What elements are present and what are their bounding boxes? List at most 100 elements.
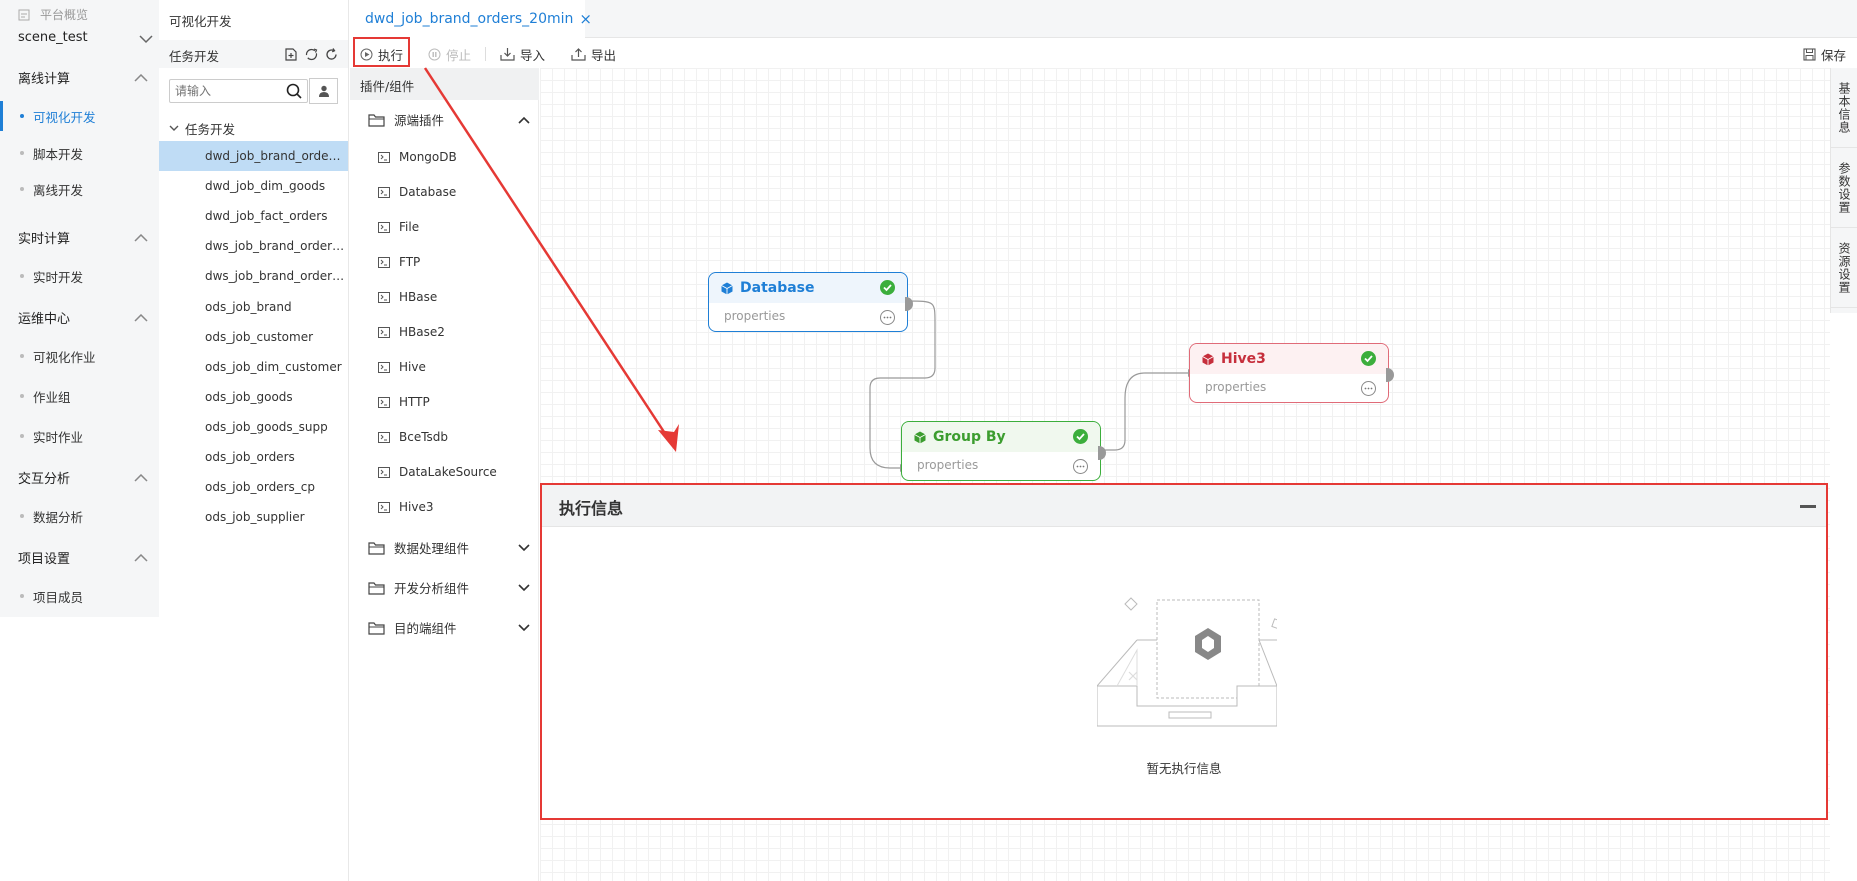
toolbar-divider xyxy=(485,47,486,61)
nav-item-realtime-jobs[interactable]: 实时作业 xyxy=(0,421,159,451)
tree-item[interactable]: dws_job_brand_orders_20min xyxy=(159,231,348,261)
chevron-up-icon xyxy=(134,73,148,82)
plugin-item[interactable]: MongoDB xyxy=(378,150,457,164)
plugin-item[interactable]: Hive3 xyxy=(378,500,433,514)
tree-item[interactable]: dwd_job_brand_orders_20min xyxy=(159,141,348,171)
nav-item-job-groups[interactable]: 作业组 xyxy=(0,381,159,411)
plugin-group-processing[interactable]: 数据处理组件 xyxy=(368,538,530,557)
tab-resource-settings[interactable]: 资源设置 xyxy=(1831,228,1857,308)
sync-icon[interactable] xyxy=(305,48,318,61)
upload-icon xyxy=(571,48,586,61)
nav-item-visual-dev[interactable]: 可视化开发 xyxy=(0,101,159,131)
nav-item-offline-dev[interactable]: 离线开发 xyxy=(0,174,159,204)
cube-icon xyxy=(1202,353,1214,365)
nav-item-label: 实时作业 xyxy=(33,429,84,445)
tree-item[interactable]: ods_job_orders_cp xyxy=(159,472,348,502)
plugin-item[interactable]: HTTP xyxy=(378,395,430,409)
nav-item-script-dev[interactable]: 脚本开发 xyxy=(0,138,159,168)
output-port[interactable] xyxy=(905,297,913,311)
nav-group-ops[interactable]: 运维中心 xyxy=(18,308,148,327)
tree-item[interactable]: ods_job_supplier xyxy=(159,502,348,532)
run-button[interactable]: 执行 xyxy=(360,42,403,66)
plugin-item-label: DataLakeSource xyxy=(399,465,497,479)
bullet-icon xyxy=(20,434,24,438)
node-header: Database xyxy=(709,273,907,303)
check-circle-icon xyxy=(1073,429,1088,444)
editor-toolbar: 执行 停止 导入 导出 保存 xyxy=(350,38,1857,68)
tree-item[interactable]: ods_job_brand xyxy=(159,292,348,322)
plugin-group-source[interactable]: 源端插件 xyxy=(368,110,530,129)
tree-item[interactable]: ods_job_orders xyxy=(159,442,348,472)
nav-group-analysis[interactable]: 交互分析 xyxy=(18,468,148,487)
search-input[interactable] xyxy=(170,80,280,102)
tab-label: dwd_job_brand_orders_20min xyxy=(365,11,574,27)
tab-param-settings[interactable]: 参数设置 xyxy=(1831,148,1857,228)
import-button[interactable]: 导入 xyxy=(500,42,545,66)
nav-item-data-analysis[interactable]: 数据分析 xyxy=(0,501,159,531)
new-file-icon[interactable] xyxy=(285,48,297,61)
export-button[interactable]: 导出 xyxy=(571,42,616,66)
plugin-group-sink[interactable]: 目的端组件 xyxy=(368,618,530,637)
plugin-item[interactable]: BceTsdb xyxy=(378,430,448,444)
search-icon[interactable] xyxy=(286,83,302,99)
minimize-icon[interactable] xyxy=(1800,505,1816,508)
bullet-icon xyxy=(20,187,24,191)
plugin-item[interactable]: FTP xyxy=(378,255,420,269)
node-hive3[interactable]: Hive3 properties xyxy=(1189,343,1394,403)
refresh-icon[interactable] xyxy=(325,48,338,61)
output-port[interactable] xyxy=(1098,446,1106,460)
save-button[interactable]: 保存 xyxy=(1803,42,1846,66)
tree-item-label: ods_job_dim_customer xyxy=(205,360,342,374)
tab-job[interactable]: dwd_job_brand_orders_20min × xyxy=(350,0,592,38)
stop-button[interactable]: 停止 xyxy=(428,42,471,66)
more-icon[interactable] xyxy=(1073,459,1088,474)
tree-root-node[interactable]: 任务开发 xyxy=(169,119,235,138)
nav-group-offline[interactable]: 离线计算 xyxy=(18,68,148,87)
check-circle-icon xyxy=(1361,351,1376,366)
tree-item[interactable]: dws_job_brand_orders_day xyxy=(159,261,348,291)
project-selector[interactable]: scene_test xyxy=(18,30,153,45)
tree-item[interactable]: ods_job_goods_supp xyxy=(159,412,348,442)
plugin-item[interactable]: DataLakeSource xyxy=(378,465,497,479)
more-icon[interactable] xyxy=(1361,381,1376,396)
nav-group-label: 实时计算 xyxy=(18,232,71,247)
tree-item[interactable]: ods_job_dim_customer xyxy=(159,352,348,382)
more-icon[interactable] xyxy=(880,310,895,325)
node-database[interactable]: Database properties xyxy=(708,272,913,332)
nav-group-project-settings[interactable]: 项目设置 xyxy=(18,548,148,567)
close-icon[interactable]: × xyxy=(579,10,592,28)
plugin-item[interactable]: Database xyxy=(378,185,456,199)
plugin-item-label: HBase xyxy=(399,290,438,304)
chevron-up-icon xyxy=(134,473,148,482)
tree-item[interactable]: ods_job_goods xyxy=(159,382,348,412)
plugin-group-analysis[interactable]: 开发分析组件 xyxy=(368,578,530,597)
execution-info-header: 执行信息 xyxy=(542,485,1826,527)
folder-icon xyxy=(368,581,385,595)
plugin-item[interactable]: HBase xyxy=(378,290,437,304)
folder-icon xyxy=(368,541,385,555)
tree-item[interactable]: ods_job_customer xyxy=(159,322,348,352)
export-label: 导出 xyxy=(591,47,617,63)
download-icon xyxy=(500,48,515,61)
side-tab-label: 资源设置 xyxy=(1837,241,1851,294)
nav-item-realtime-dev[interactable]: 实时开发 xyxy=(0,261,159,291)
nav-item-label: 脚本开发 xyxy=(33,146,84,162)
output-port[interactable] xyxy=(1386,368,1394,382)
tree-item[interactable]: dwd_job_dim_goods xyxy=(159,171,348,201)
nav-item-project-members[interactable]: 项目成员 xyxy=(0,581,159,611)
tree-item-label: dws_job_brand_orders_20min xyxy=(205,239,345,253)
side-tab-label: 基本信息 xyxy=(1837,81,1851,134)
tab-basic-info[interactable]: 基本信息 xyxy=(1831,68,1857,148)
plugin-item[interactable]: File xyxy=(378,220,419,234)
node-group-by[interactable]: Group By properties xyxy=(901,421,1106,481)
plugin-item[interactable]: Hive xyxy=(378,360,426,374)
nav-group-realtime[interactable]: 实时计算 xyxy=(18,228,148,247)
tree-item[interactable]: dwd_job_fact_orders xyxy=(159,201,348,231)
nav-item-visual-jobs[interactable]: 可视化作业 xyxy=(0,341,159,371)
platform-overview-link[interactable]: 平台概览 xyxy=(18,6,88,23)
plugin-item-label: File xyxy=(399,220,420,234)
import-label: 导入 xyxy=(520,47,546,63)
plugin-item[interactable]: HBase2 xyxy=(378,325,445,339)
user-filter-button[interactable] xyxy=(309,78,338,104)
search-field[interactable] xyxy=(169,79,308,103)
